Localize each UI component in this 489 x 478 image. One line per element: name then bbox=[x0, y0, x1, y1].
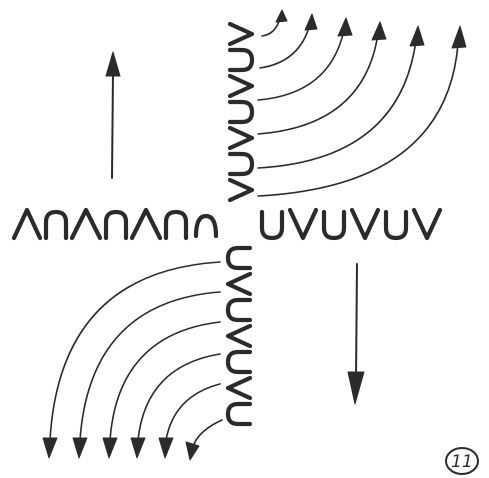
page-number-label: 11 bbox=[451, 452, 473, 472]
curved-arrow bbox=[258, 22, 386, 134]
wave-glyph bbox=[14, 210, 40, 238]
curved-arrow bbox=[73, 292, 220, 458]
arrow-up-icon bbox=[106, 52, 120, 178]
wave-glyph bbox=[230, 24, 252, 44]
curved-arrow bbox=[258, 26, 424, 168]
wave-glyph bbox=[228, 274, 250, 294]
wave-glyph bbox=[196, 216, 216, 236]
wave-glyph bbox=[228, 404, 250, 424]
wave-glyph bbox=[262, 212, 282, 238]
wave-glyph bbox=[230, 102, 252, 122]
upper-wave-column bbox=[230, 24, 252, 200]
wave-glyph bbox=[166, 212, 186, 238]
wave-glyph bbox=[228, 352, 250, 372]
wave-glyph bbox=[230, 180, 252, 200]
wave-glyph bbox=[228, 300, 250, 320]
wave-glyph bbox=[228, 326, 250, 346]
wave-glyph bbox=[230, 76, 252, 96]
wave-glyph bbox=[72, 210, 100, 238]
curved-arrow bbox=[43, 262, 220, 458]
page-number-badge: 11 bbox=[446, 448, 478, 474]
curved-arrow bbox=[260, 14, 317, 68]
wave-glyph bbox=[290, 210, 316, 238]
wave-glyph bbox=[230, 128, 252, 148]
wave-glyph bbox=[228, 378, 250, 398]
wave-glyph bbox=[228, 248, 250, 268]
left-wave-row bbox=[14, 210, 216, 238]
wave-glyph bbox=[230, 50, 252, 70]
right-wave-row bbox=[262, 210, 440, 238]
lower-wave-column bbox=[228, 248, 250, 424]
wave-glyph bbox=[386, 212, 406, 238]
curved-arrow bbox=[262, 10, 287, 36]
curved-arrow bbox=[131, 354, 220, 458]
wave-glyph bbox=[46, 212, 66, 238]
curved-arrow bbox=[186, 420, 222, 460]
wave-glyph bbox=[132, 210, 160, 238]
wave-glyph bbox=[106, 212, 126, 238]
wave-glyph bbox=[414, 210, 440, 238]
curved-arrow bbox=[258, 26, 466, 196]
wave-glyph bbox=[230, 154, 252, 174]
wave-glyph bbox=[324, 212, 344, 238]
arrow-down-icon bbox=[348, 264, 364, 404]
wave-glyph bbox=[352, 210, 378, 238]
lower-curved-arrow-fan bbox=[43, 262, 222, 460]
upper-curved-arrow-fan bbox=[258, 10, 466, 196]
